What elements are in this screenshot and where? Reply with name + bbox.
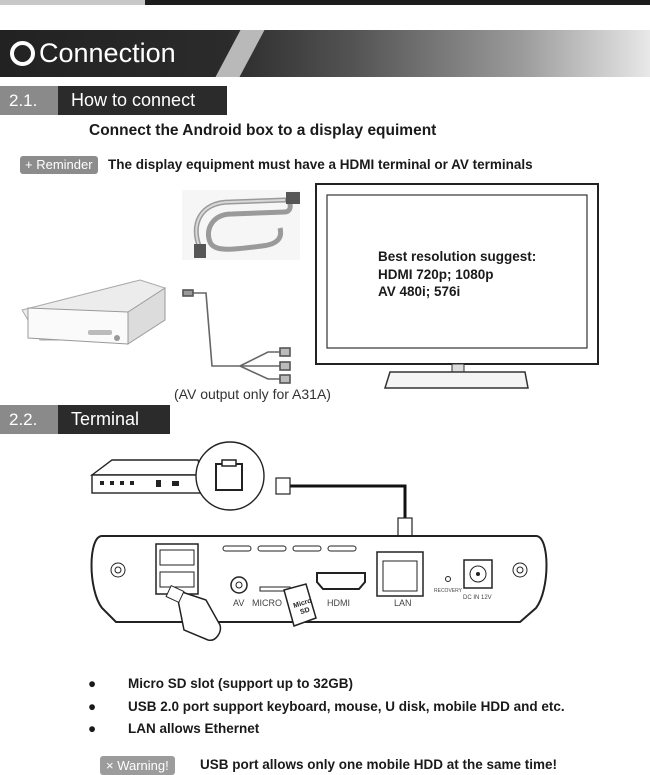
- magnified-port-icon: [195, 441, 265, 511]
- section-number: 2.1.: [0, 86, 58, 115]
- hdmi-port-label: HDMI: [327, 598, 350, 608]
- top-bar-light: [0, 0, 145, 5]
- router-icon: [89, 459, 203, 494]
- reminder-text: The display equipment must have a HDMI t…: [108, 157, 533, 172]
- connection-illustration: [21, 183, 599, 389]
- terminal-illustration: [89, 441, 548, 641]
- av-cable-icon: [182, 289, 291, 384]
- bullet-icon: ●: [88, 699, 97, 714]
- resolution-text: Best resolution suggest: HDMI 720p; 1080…: [378, 248, 536, 301]
- section-number: 2.2.: [0, 405, 58, 434]
- list-item: ● USB 2.0 port support keyboard, mouse, …: [88, 699, 565, 714]
- dc-port-label: DC IN 12V: [463, 595, 492, 601]
- list-item: ● Micro SD slot (support up to 32GB): [88, 676, 353, 691]
- circle-icon: [10, 40, 35, 66]
- bullet-text: USB 2.0 port support keyboard, mouse, U …: [128, 699, 565, 714]
- bullet-text: LAN allows Ethernet: [128, 721, 260, 736]
- chapter-banner: [0, 30, 650, 77]
- resolution-line: AV 480i; 576i: [378, 284, 461, 299]
- micro-port-label: MICRO: [252, 598, 282, 608]
- warning-text: USB port allows only one mobile HDD at t…: [200, 757, 558, 772]
- resolution-line: Best resolution suggest:: [378, 249, 537, 264]
- bullet-icon: ●: [88, 721, 97, 736]
- chapter-title: Connection: [10, 33, 176, 73]
- hdmi-cable-icon: [182, 190, 300, 260]
- lan-port-label: LAN: [394, 598, 412, 608]
- section-title: Terminal: [58, 405, 170, 434]
- recovery-label: RECOVERY: [434, 588, 462, 594]
- av-caption: (AV output only for A31A): [174, 386, 331, 402]
- chapter-title-text: Connection: [39, 38, 176, 68]
- top-bar-dark: [145, 0, 650, 5]
- list-item: ● LAN allows Ethernet: [88, 721, 259, 736]
- av-port-label: AV: [233, 598, 245, 608]
- bullet-text: Micro SD slot (support up to 32GB): [128, 676, 353, 691]
- section-title: How to connect: [58, 86, 227, 115]
- lan-cable-icon: [275, 477, 413, 537]
- reminder-badge: + Reminder: [20, 156, 98, 174]
- section-heading: Connect the Android box to a display equ…: [89, 122, 437, 139]
- resolution-line: HDMI 720p; 1080p: [378, 266, 494, 282]
- bullet-icon: ●: [88, 676, 97, 691]
- box-back-panel: [90, 535, 548, 641]
- tv-icon: [315, 183, 599, 389]
- android-box-icon: [21, 279, 166, 345]
- warning-badge: × Warning!: [100, 756, 175, 775]
